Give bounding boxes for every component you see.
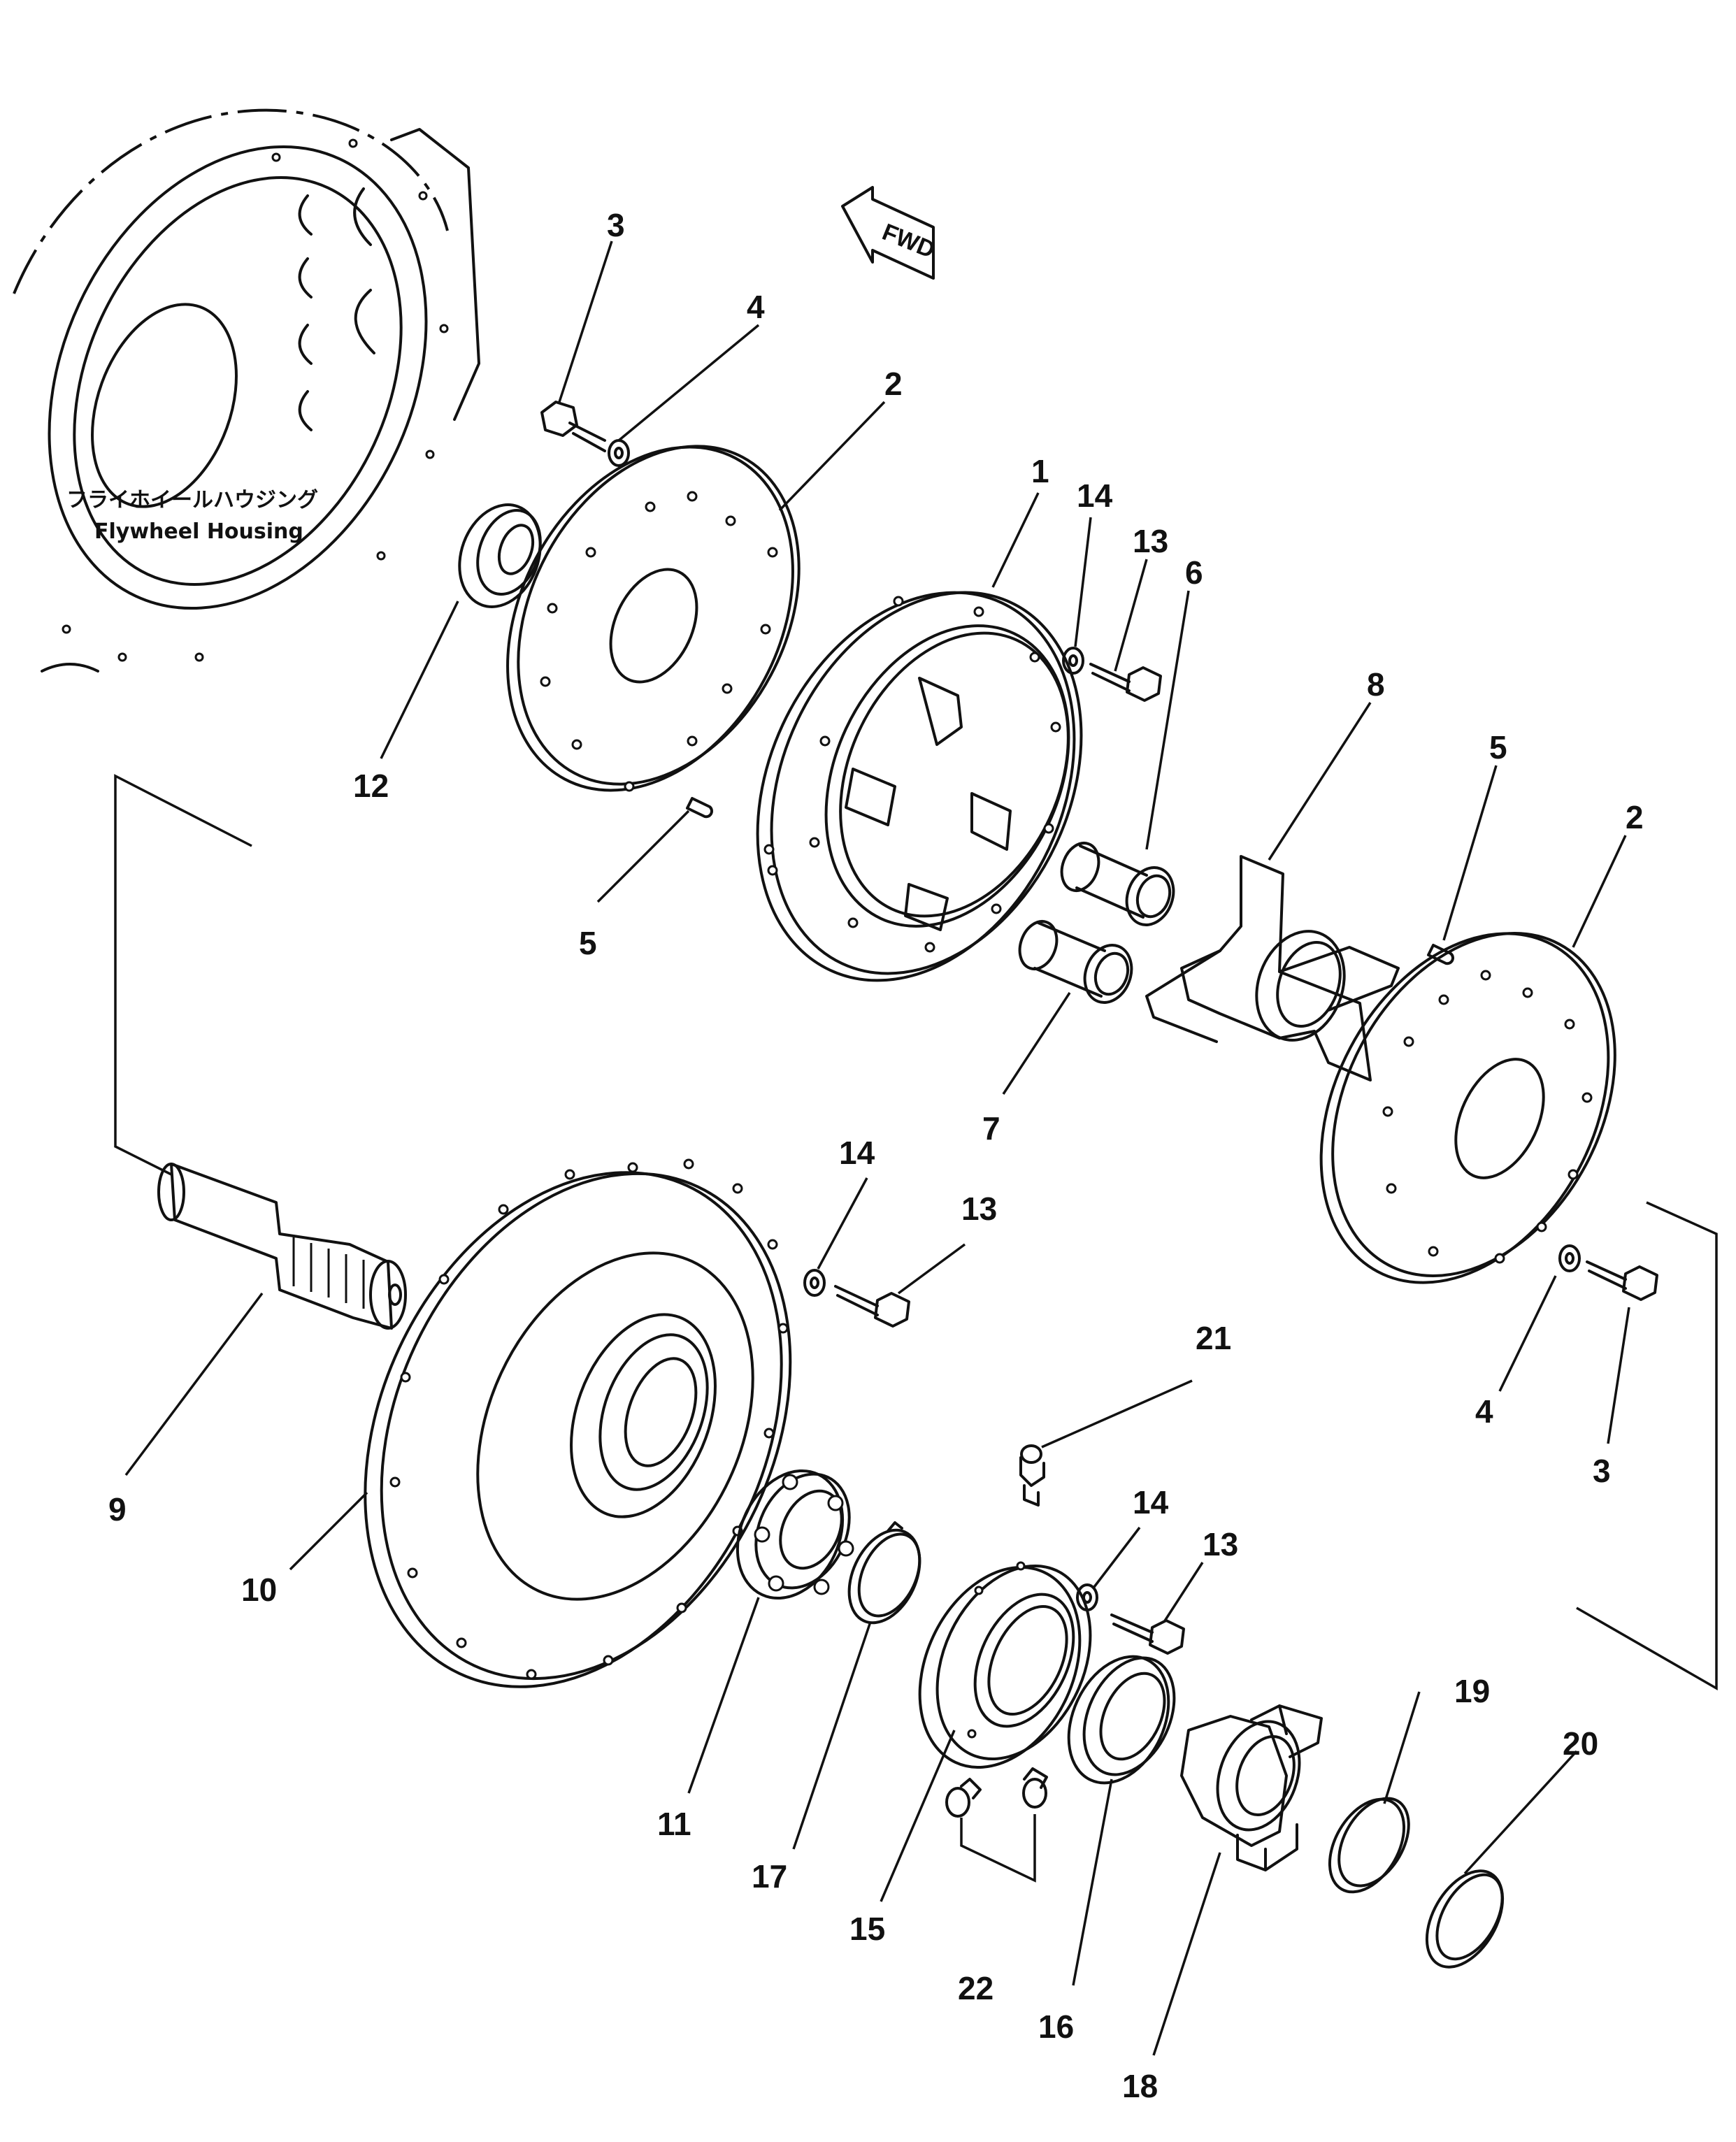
bolt-part-13-lower <box>1110 1613 1185 1655</box>
coupling-hub-part-1 <box>756 591 1083 982</box>
callout-4-upper: 4 <box>747 289 765 325</box>
callout-13-upper: 13 <box>1133 523 1168 559</box>
callout-18: 18 <box>1122 2068 1158 2104</box>
disc-part-2-right <box>1319 932 1616 1284</box>
callout-22: 22 <box>958 1970 993 2006</box>
callout-13-middle: 13 <box>961 1191 997 1227</box>
spider-element-part-8 <box>1145 855 1400 1081</box>
callout-7: 7 <box>982 1110 1000 1147</box>
grease-fitting-part-21 <box>1019 1444 1045 1507</box>
callout-9: 9 <box>108 1491 127 1528</box>
callout-10: 10 <box>241 1572 277 1608</box>
bolt-part-13-upper <box>1089 663 1162 702</box>
shaft-part-9 <box>157 1163 407 1330</box>
dowel-pin-part-5-left <box>686 797 713 819</box>
callout-3-right: 3 <box>1593 1453 1611 1489</box>
callout-3-upper: 3 <box>607 207 625 243</box>
flywheel-cover-part-10 <box>364 1158 792 1688</box>
callout-12: 12 <box>353 768 389 804</box>
callout-17: 17 <box>752 1858 787 1895</box>
callout-6: 6 <box>1185 554 1203 591</box>
callout-13-lower: 13 <box>1203 1526 1238 1562</box>
callout-8: 8 <box>1367 666 1385 703</box>
housing-label-japanese: フライホイールハウジング <box>66 488 318 512</box>
bearing-housing-part-15 <box>918 1561 1092 1769</box>
callout-11: 11 <box>657 1806 691 1842</box>
companion-flange-part-18 <box>1180 1704 1323 1871</box>
bushing-part-7 <box>1018 920 1133 1004</box>
bolt-part-13-middle <box>834 1285 910 1328</box>
callout-19: 19 <box>1454 1673 1490 1709</box>
leader-lines <box>124 240 1630 2056</box>
callout-labels: 3 4 2 1 14 13 6 8 5 2 12 5 7 14 13 4 3 2… <box>108 207 1644 2104</box>
grease-nipple-part-22-left <box>945 1778 982 1818</box>
callout-14-upper: 14 <box>1077 477 1113 514</box>
bushing-part-6 <box>1060 842 1175 926</box>
callout-4-right: 4 <box>1475 1393 1493 1430</box>
flywheel-housing: フライホイールハウジング Flywheel Housing <box>13 108 480 673</box>
washer-part-14-lower <box>1076 1583 1098 1611</box>
callout-21: 21 <box>1196 1320 1231 1356</box>
cap-part-19 <box>1328 1797 1410 1894</box>
disc-part-2-upper <box>506 445 801 792</box>
washer-part-4-right <box>1558 1244 1581 1272</box>
washer-part-14-upper <box>1062 647 1084 675</box>
callout-15: 15 <box>849 1911 885 1947</box>
callout-2-right: 2 <box>1626 799 1644 835</box>
snap-ring-part-20 <box>1425 1869 1505 1969</box>
callout-16: 16 <box>1038 2008 1074 2045</box>
callout-5-left: 5 <box>579 925 597 961</box>
bolt-part-3-right <box>1586 1260 1658 1301</box>
washer-part-4-upper <box>608 439 630 467</box>
washer-part-14-middle <box>803 1269 826 1297</box>
bearing-part-12 <box>458 503 542 608</box>
dowel-pin-part-5-right <box>1427 944 1454 965</box>
assembly-bracket-lines <box>114 774 1718 1883</box>
housing-label-english: Flywheel Housing <box>94 519 303 544</box>
callout-5-right: 5 <box>1489 729 1507 765</box>
callout-1: 1 <box>1031 453 1049 489</box>
oil-seal-part-16 <box>1067 1655 1176 1785</box>
grease-nipple-part-22-right <box>1022 1767 1048 1809</box>
bearing-part-11 <box>736 1469 854 1600</box>
bolt-part-3-upper <box>540 401 606 452</box>
snap-ring-part-17 <box>847 1521 921 1625</box>
callout-14-lower: 14 <box>1133 1484 1169 1521</box>
callout-14-middle: 14 <box>839 1135 875 1171</box>
callout-2-upper: 2 <box>884 366 903 402</box>
callout-20: 20 <box>1563 1725 1598 1762</box>
forward-direction-marker: FWD <box>841 186 939 280</box>
